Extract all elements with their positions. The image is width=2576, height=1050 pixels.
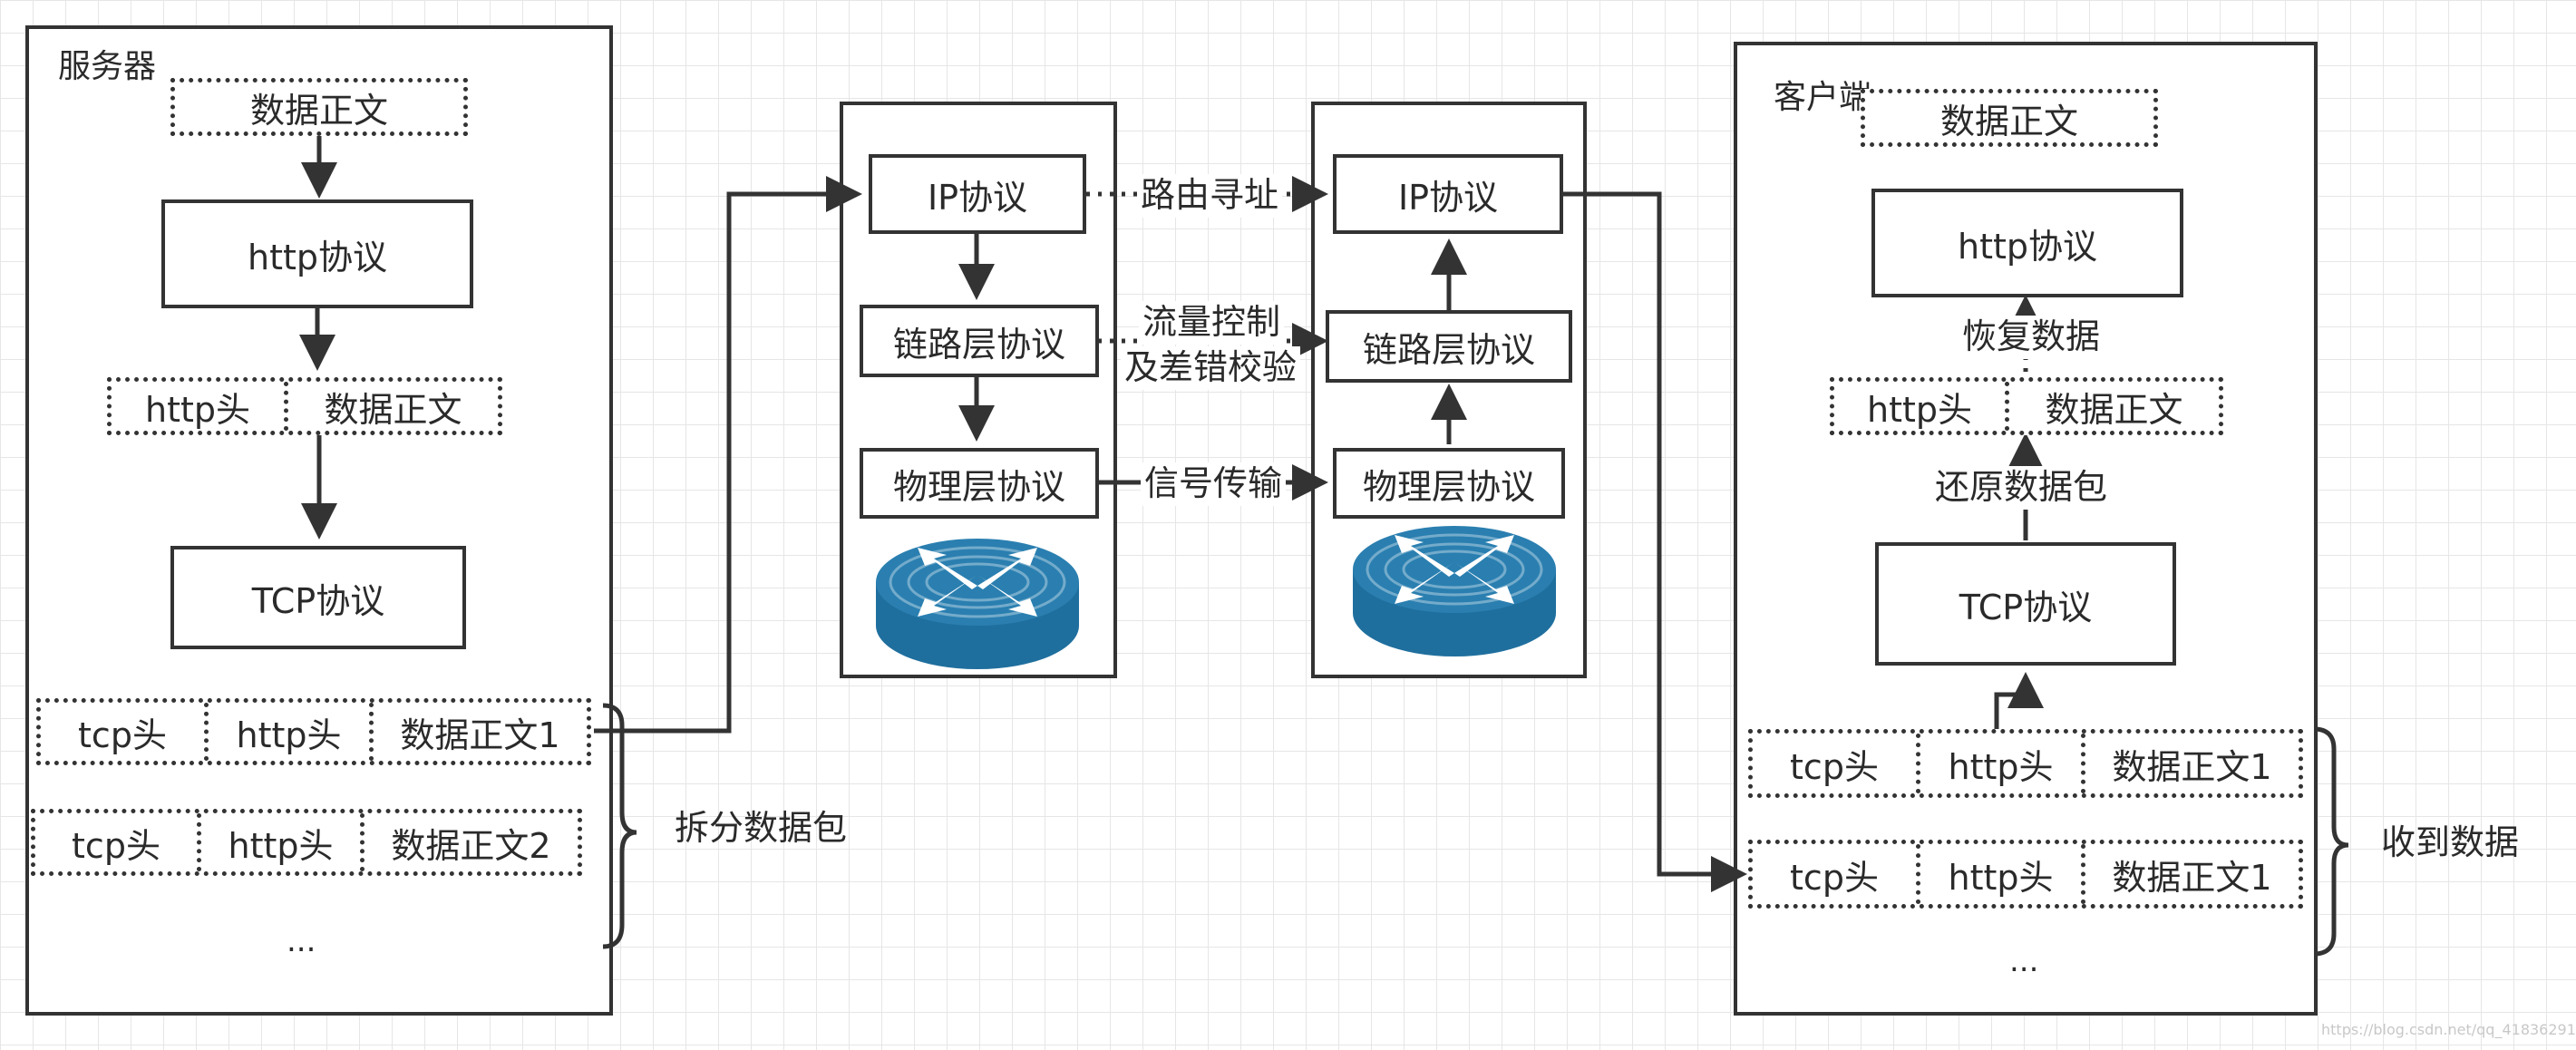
client-http-head: http头 [1866,389,1972,430]
client-pkt2-http: http头 [1916,844,2081,904]
left-link-protocol: 链路层协议 [860,305,1099,377]
client-http-body: 数据正文 [2005,382,2219,431]
server-http-head: http头 [144,389,250,430]
signal-label: 信号传输 [1141,462,1287,506]
server-pkt1-tcp: tcp头 [78,715,167,755]
routing-label: 路由寻址 [1137,174,1283,218]
right-phys-protocol: 物理层协议 [1333,448,1565,519]
server-title: 服务器 [58,48,157,85]
left-ip-label: IP协议 [927,177,1028,218]
server-packet-2: tcp头 http头 数据正文2 [31,809,582,876]
client-http-packet: http头 数据正文 [1830,377,2223,435]
left-ip-protocol: IP协议 [869,154,1086,234]
client-pkt1-tcp: tcp头 [1790,746,1879,787]
right-link-protocol: 链路层协议 [1326,310,1572,383]
server-http-protocol: http协议 [161,199,473,308]
server-http-label: http协议 [247,237,387,277]
client-tcp-label: TCP协议 [1959,587,2093,627]
left-link-label: 链路层协议 [892,324,1065,365]
client-pkt1-body: 数据正文1 [2081,734,2299,793]
server-ellipsis: ... [287,923,316,959]
server-body-top-label: 数据正文 [249,90,388,131]
client-pkt2-body: 数据正文1 [2081,844,2299,904]
watermark: https://blog.csdn.net/qq_41836291 [2321,1021,2576,1038]
client-brace-label: 收到数据 [2381,822,2520,862]
right-ip-label: IP协议 [1397,177,1499,218]
restore-data-label: 恢复数据 [1959,316,2105,359]
right-phys-label: 物理层协议 [1362,466,1535,507]
client-http-protocol: http协议 [1871,189,2183,297]
client-ellipsis: ... [2009,943,2039,979]
flow-control-label-1: 流量控制 [1139,301,1285,345]
restore-packet-label: 还原数据包 [1931,466,2112,510]
server-packet-1: tcp头 http头 数据正文1 [36,698,591,765]
client-title: 客户端 [1774,79,1872,116]
left-phys-protocol: 物理层协议 [860,448,1099,519]
server-tcp-protocol: TCP协议 [170,546,466,649]
server-http-body: 数据正文 [284,382,498,431]
client-body-top-label: 数据正文 [1939,101,2078,141]
client-tcp-protocol: TCP协议 [1875,542,2176,666]
right-link-label: 链路层协议 [1362,329,1535,370]
client-packet-1: tcp头 http头 数据正文1 [1748,729,2303,798]
server-pkt1-http: http头 [204,703,369,761]
router-icon-right [1353,526,1556,656]
server-pkt1-body: 数据正文1 [369,703,587,761]
server-pkt2-http: http头 [197,813,360,871]
server-body-top: 数据正文 [170,78,468,136]
right-ip-protocol: IP协议 [1333,154,1563,234]
client-body-top: 数据正文 [1861,89,2158,147]
server-pkt2-tcp: tcp头 [72,825,160,866]
client-pkt1-http: http头 [1916,734,2081,793]
server-tcp-label: TCP协议 [251,580,385,621]
router-icon-left [876,539,1079,669]
flow-control-label-2: 及差错校验 [1121,346,1301,390]
client-http-label: http协议 [1957,226,2097,267]
server-pkt2-body: 数据正文2 [360,813,578,871]
server-http-packet: http头 数据正文 [107,377,502,435]
server-brace-label: 拆分数据包 [675,808,848,848]
client-pkt2-tcp: tcp头 [1790,857,1879,898]
client-packet-2: tcp头 http头 数据正文1 [1748,840,2303,909]
left-phys-label: 物理层协议 [892,466,1065,507]
